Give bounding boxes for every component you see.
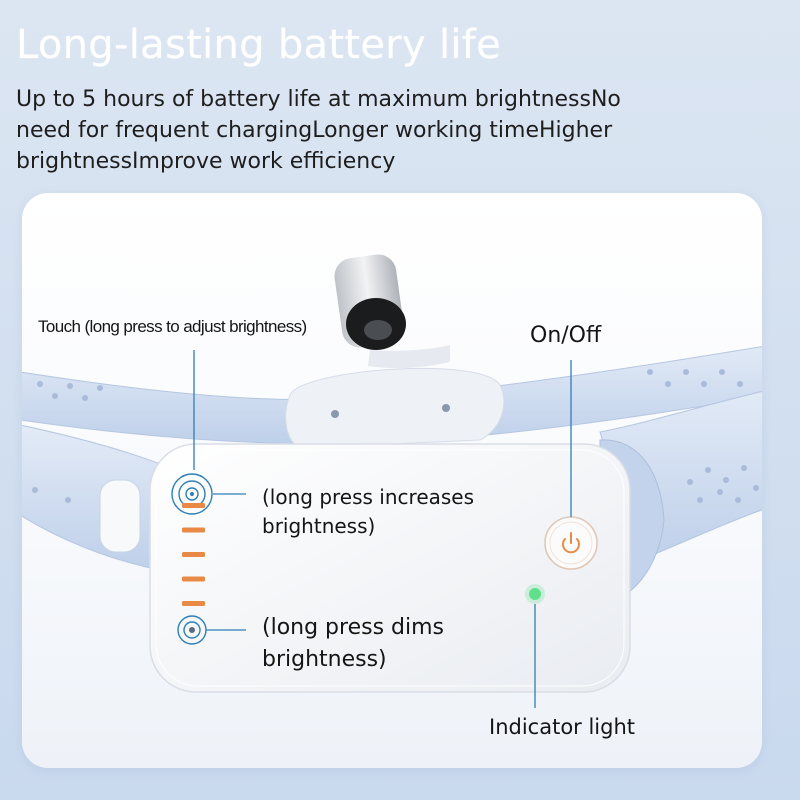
strap-buckle	[99, 479, 141, 553]
strap-holes-back	[37, 369, 743, 401]
page-subtitle: Up to 5 hours of battery life at maximum…	[16, 87, 621, 174]
brightness-level-mark	[182, 503, 205, 508]
indicator-light-label: Indicator light	[489, 715, 636, 739]
callout-lines	[193, 350, 572, 708]
brightness-level-mark	[182, 527, 205, 533]
indicator-light-icon	[529, 588, 541, 600]
mount-plate	[285, 367, 505, 449]
page-title: Long-lasting battery life	[16, 22, 502, 68]
brightness-level-mark	[182, 552, 205, 557]
touch-callout-label: Touch (long press to adjust brightness)	[38, 317, 307, 336]
on-off-callout-label: On/Off	[530, 323, 602, 348]
increase-brightness-label: (long press increases brightness)	[262, 485, 475, 538]
brightness-level-mark	[182, 601, 205, 606]
power-button-icon	[544, 516, 598, 570]
control-body	[149, 443, 631, 693]
brightness-level-mark	[182, 576, 205, 582]
lamp-head	[334, 254, 450, 369]
brightness-level-indicator	[182, 503, 205, 606]
strap-holes-right	[687, 465, 759, 503]
dim-brightness-label: (long press dims brightness)	[262, 615, 445, 672]
